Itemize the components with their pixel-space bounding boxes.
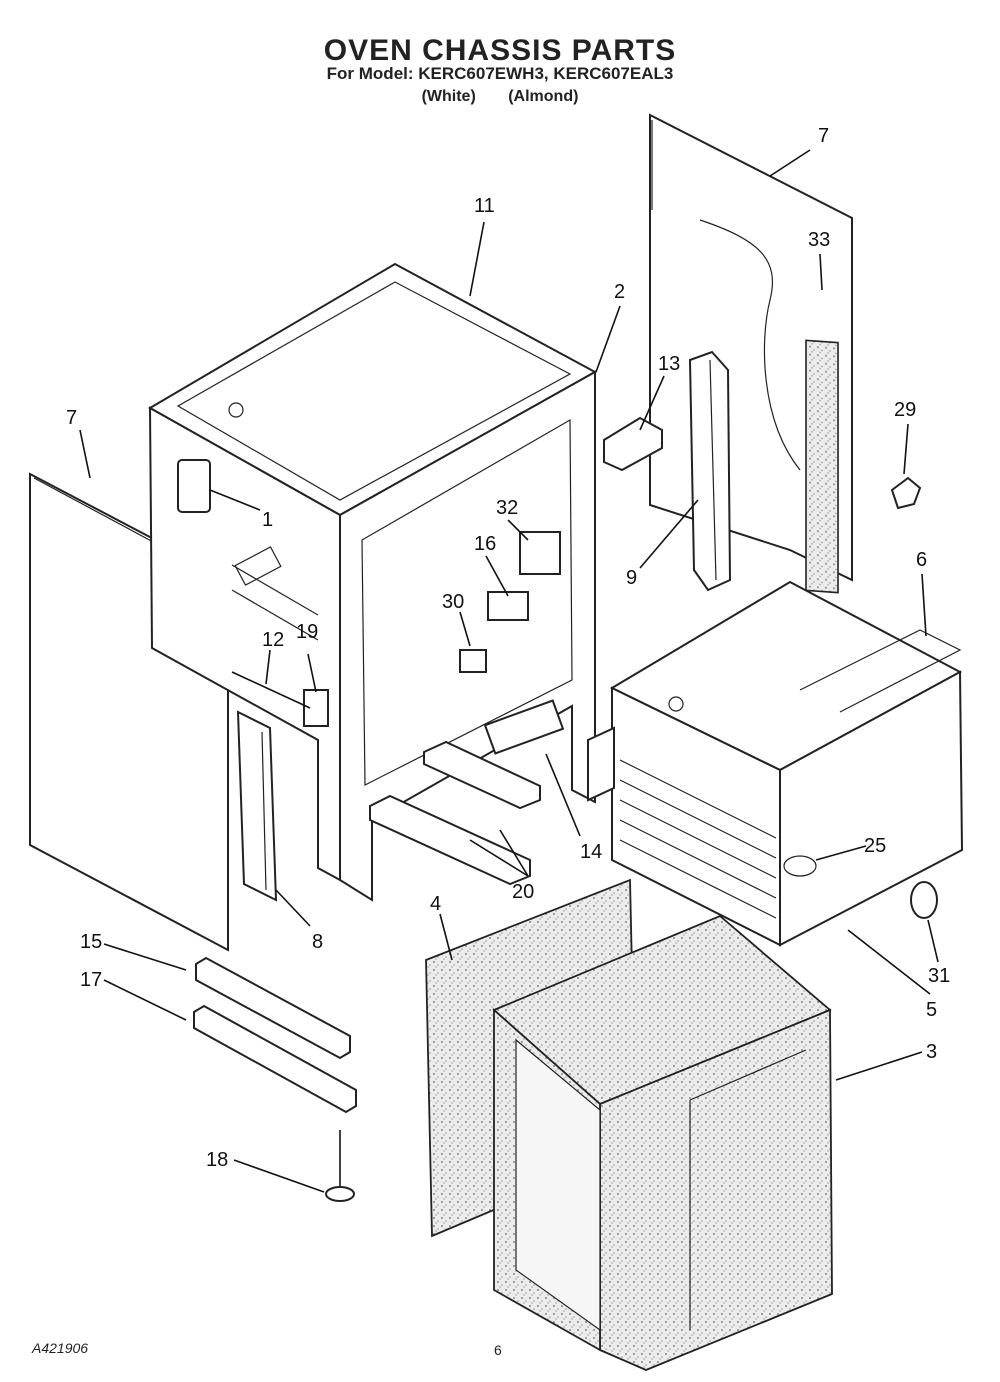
callout-8: 8 (312, 931, 323, 953)
part-1-bracket (177, 459, 211, 513)
callout-30: 30 (442, 591, 464, 613)
callout-19: 19 (296, 621, 318, 643)
insulation-strip (805, 339, 839, 594)
part-14-terminal-block (483, 699, 565, 755)
callout-13: 13 (658, 353, 680, 375)
callout-29: 29 (894, 399, 916, 421)
callout-32: 32 (496, 497, 518, 519)
part-13-clip (603, 416, 663, 472)
document-code: A421906 (32, 1340, 89, 1356)
part-31-plug (910, 881, 938, 919)
callout-5: 5 (926, 999, 937, 1021)
part-19-terminal (303, 689, 329, 727)
callout-12: 12 (262, 629, 284, 651)
part-29-grommet (890, 476, 922, 510)
callout-11: 11 (474, 195, 495, 217)
callout-16: 16 (474, 533, 496, 555)
callout-9: 9 (626, 567, 637, 589)
leader-lines (79, 149, 939, 1193)
callout-2: 2 (614, 281, 625, 303)
callout-1: 1 (262, 509, 273, 531)
part-17-rail (193, 1004, 357, 1114)
callout-18: 18 (206, 1149, 228, 1171)
part-30-block (459, 649, 487, 673)
page-number: 6 (494, 1342, 502, 1358)
part-8-bracket (236, 710, 278, 902)
callout-14: 14 (580, 841, 602, 863)
callout-4: 4 (430, 893, 441, 915)
diagram-title: OVEN CHASSIS PARTS (323, 34, 677, 67)
callout-6: 6 (916, 549, 927, 571)
oven-liner-cavity (587, 580, 964, 947)
model-numbers: For Model: KERC607EWH3, KERC607EAL3 (326, 64, 674, 83)
callout-numbers: 11 2 7 7 1 13 33 29 9 6 32 16 30 12 19 1… (66, 125, 950, 1171)
part-9-bracket (688, 350, 732, 592)
color-white-label: (White) (421, 88, 476, 105)
callout-25: 25 (864, 835, 886, 857)
callout-20: 20 (512, 881, 534, 903)
callout-31: 31 (928, 965, 950, 987)
callout-17: 17 (80, 969, 102, 991)
part-16-switch (487, 591, 529, 621)
callout-3: 3 (926, 1041, 937, 1063)
part-15-rail (195, 956, 351, 1060)
color-almond-label: (Almond) (508, 88, 579, 105)
part-12-rod (231, 671, 311, 709)
insulation-wrap (492, 914, 833, 1371)
callout-33: 33 (808, 229, 830, 251)
callout-7-left: 7 (66, 407, 77, 429)
part-18-leveling-leg (325, 1130, 355, 1202)
callout-7-rear: 7 (818, 125, 829, 147)
lower-rails (369, 740, 541, 886)
color-variants: (White) (Almond) (0, 88, 1000, 106)
callout-15: 15 (80, 931, 102, 953)
